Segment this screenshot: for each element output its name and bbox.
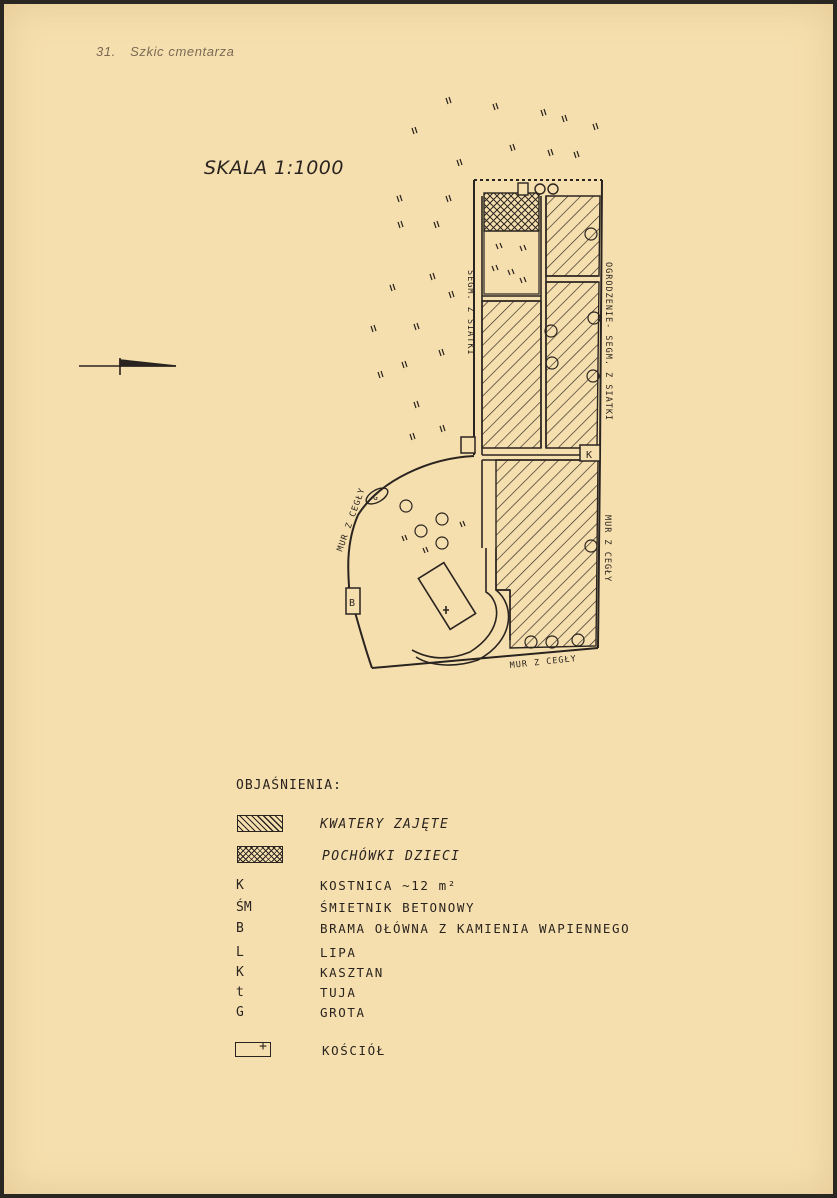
legend-code-chestnut: K <box>236 965 244 980</box>
legend-item-linden: LIPA <box>320 945 357 960</box>
legend-swatch-occupied <box>237 815 283 832</box>
wall-right-label: MUR Z CEGŁY <box>602 515 612 582</box>
mortuary-code: K <box>586 450 592 461</box>
legend-item-mortuary: KOSTNICA ~12 m² <box>320 878 457 893</box>
legend-church-symbol: + <box>235 1039 271 1057</box>
legend-swatch-children <box>237 846 283 863</box>
concrete-bins <box>517 182 559 196</box>
church <box>417 561 477 631</box>
caption-number: 31. <box>96 44 116 59</box>
legend-item-thuja: TUJA <box>320 985 357 1000</box>
legend-item-gate: BRAMA OŁÓWNA Z KAMIENIA WAPIENNEGO <box>320 921 631 936</box>
mortuary: K <box>460 436 601 462</box>
scale-note: SKALA 1:1000 <box>204 157 344 179</box>
main-gate: B <box>345 587 361 615</box>
wall-left-label: MUR Z CEGŁY <box>335 486 367 553</box>
legend-code-grotto: G <box>236 1005 244 1020</box>
grotto: G <box>365 487 389 505</box>
church-cross-icon: + <box>259 1039 267 1054</box>
fence-top-label: SEGM. Z SIATKI <box>465 270 475 356</box>
occupied-quarters <box>481 195 601 649</box>
child-burials <box>483 192 540 232</box>
legend-code-gate: B <box>236 921 244 936</box>
legend-item-chestnut: KASZTAN <box>320 965 384 980</box>
legend-label-occupied: KWATERY ZAJĘTE <box>320 817 450 832</box>
gate-code: B <box>349 598 355 609</box>
grass-plot <box>483 230 540 295</box>
caption-title: Szkic cmentarza <box>130 44 235 59</box>
legend-item-bins: ŚMIETNIK BETONOWY <box>320 900 476 915</box>
legend-code-mortuary: K <box>236 878 244 893</box>
wall-bottom-label: MUR Z CEGŁY <box>509 654 577 671</box>
cemetery-boundary <box>347 179 603 669</box>
legend-item-church: KOŚCIÓŁ <box>322 1043 386 1058</box>
fence-right-label: OGRODZENIE- SEGM. Z SIATKI <box>603 262 613 421</box>
legend-item-grotto: GROTA <box>320 1005 366 1020</box>
trees <box>399 227 601 649</box>
north-arrow <box>79 358 177 375</box>
legend-code-bins: ŚM <box>236 900 252 915</box>
vegetation-marks <box>370 96 599 441</box>
legend-title: OBJAŚNIENIA: <box>236 778 342 793</box>
legend-label-children: POCHÓWKI DZIECI <box>322 849 461 864</box>
cemetery-plan: K B G <box>79 96 613 671</box>
figure-caption: 31. Szkic cmentarza <box>96 44 234 59</box>
legend-code-linden: L <box>236 945 244 960</box>
legend-code-thuja: t <box>236 985 244 1000</box>
drawing-sheet: 31. Szkic cmentarza SKALA 1:1000 <box>4 4 833 1194</box>
grotto-code: G <box>373 493 378 502</box>
